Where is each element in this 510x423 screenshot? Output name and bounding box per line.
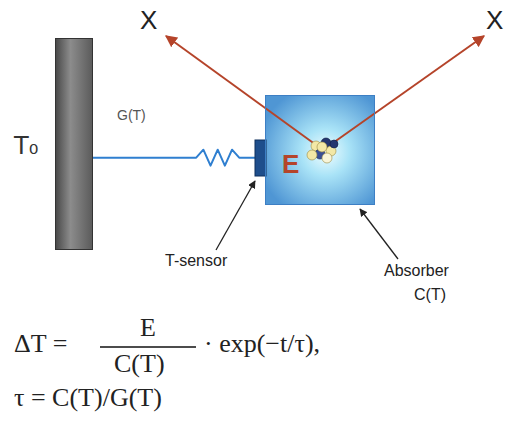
equation-numerator: E	[140, 314, 156, 343]
part-name: T-sensor	[165, 252, 227, 270]
part-name: C(T)	[414, 286, 446, 304]
particle-label: X	[140, 6, 157, 35]
particle-track	[323, 36, 484, 150]
nucleus	[307, 138, 338, 163]
conductance-label: G(T)	[117, 108, 146, 123]
fraction-bar	[100, 346, 196, 348]
particle-label: X	[486, 6, 503, 35]
equation: ΔT =	[14, 330, 67, 359]
bath-temperature: T₀	[14, 133, 38, 159]
absorber-box: E	[265, 95, 375, 205]
particle-track	[166, 36, 323, 150]
absorber-fill	[265, 95, 375, 205]
leader-line	[360, 209, 398, 259]
equation: · exp(−t/τ),	[204, 330, 320, 359]
equation: τ = C(T)/G(T)	[14, 384, 162, 413]
leader-line	[216, 181, 255, 250]
thermal-link	[93, 150, 265, 166]
energy-label: E	[282, 150, 299, 179]
part-name: Absorber	[384, 262, 449, 280]
heat-bath: T₀	[55, 38, 93, 250]
equation-denominator: C(T)	[114, 350, 165, 379]
